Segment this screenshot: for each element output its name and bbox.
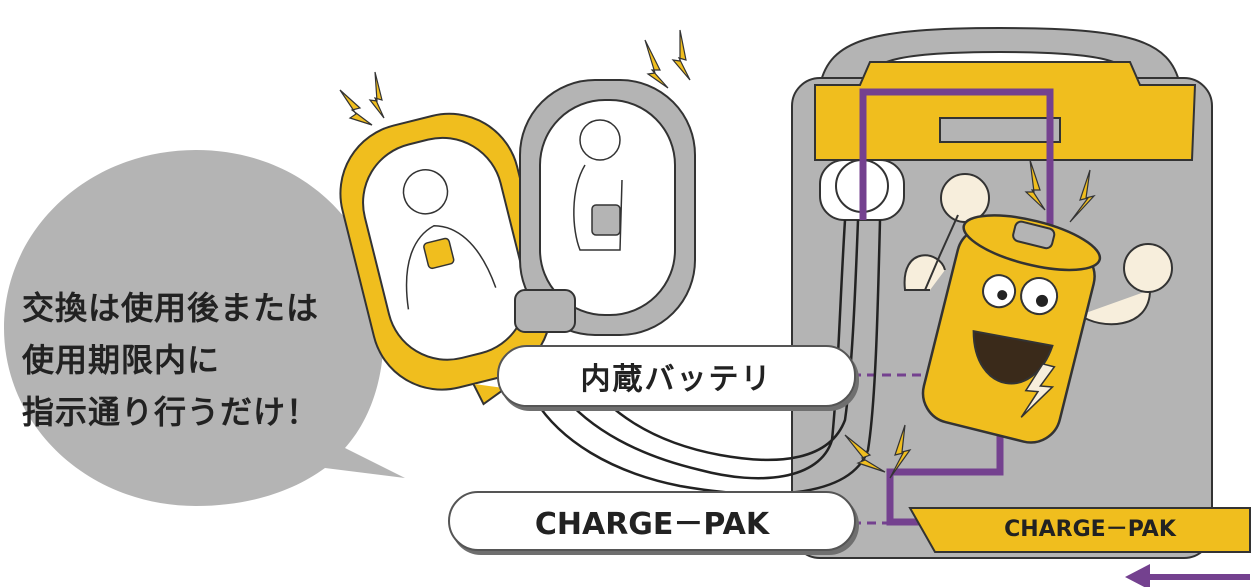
bubble-line-1: 交換は使用後または <box>22 289 320 327</box>
speech-bubble-text: 交換は使用後または 使用期限内に 指示通り行うだけ！ <box>22 282 362 438</box>
charge-pak-label: CHARGE－PAK <box>448 491 856 551</box>
arrow-left-icon <box>1125 564 1250 587</box>
speech-bubble <box>4 150 405 506</box>
bubble-line-3: 指示通り行うだけ！ <box>22 393 320 431</box>
electrode-pad-gray <box>514 79 696 336</box>
cartridge-label: CHARGE－PAK <box>1004 517 1176 542</box>
battery-mascot <box>903 173 1173 444</box>
pad-cables <box>533 219 882 496</box>
internal-battery-label: 内蔵バッテリ <box>497 345 856 407</box>
charge-pak-cartridge <box>908 507 1251 553</box>
bubble-line-2: 使用期限内に <box>22 341 221 379</box>
electrode-pad-yellow <box>339 112 552 406</box>
spark-icon <box>339 29 1096 479</box>
